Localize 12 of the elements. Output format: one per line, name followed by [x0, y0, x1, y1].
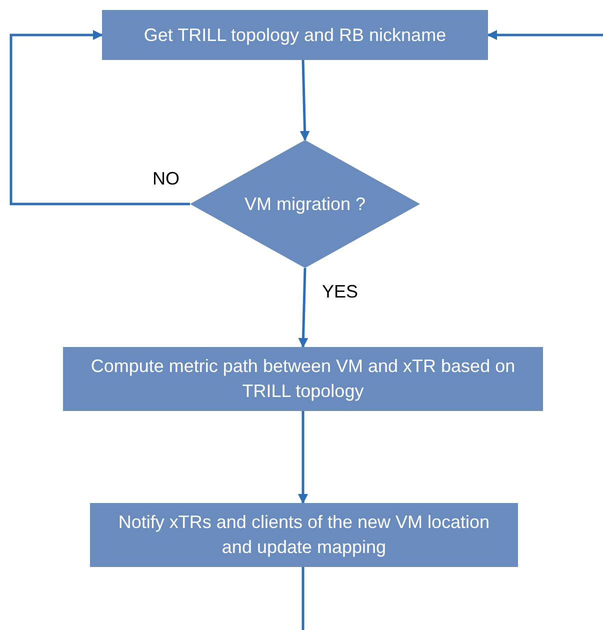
node-text: Compute metric path between VM and xTR based on TRILL topology — [90, 355, 516, 403]
arrow — [487, 30, 603, 40]
node-text: Get TRILL topology and RB nickname — [144, 24, 446, 47]
node-text: Notify xTRs and clients of the new VM location and update mapping — [117, 511, 491, 559]
arrow — [298, 268, 308, 348]
process-box — [102, 10, 488, 60]
node-text: VM migration ? — [244, 192, 366, 216]
process-box — [63, 347, 543, 411]
arrow — [298, 411, 308, 504]
process-box — [90, 503, 518, 567]
arrow — [300, 60, 310, 141]
arrow — [10, 30, 190, 206]
